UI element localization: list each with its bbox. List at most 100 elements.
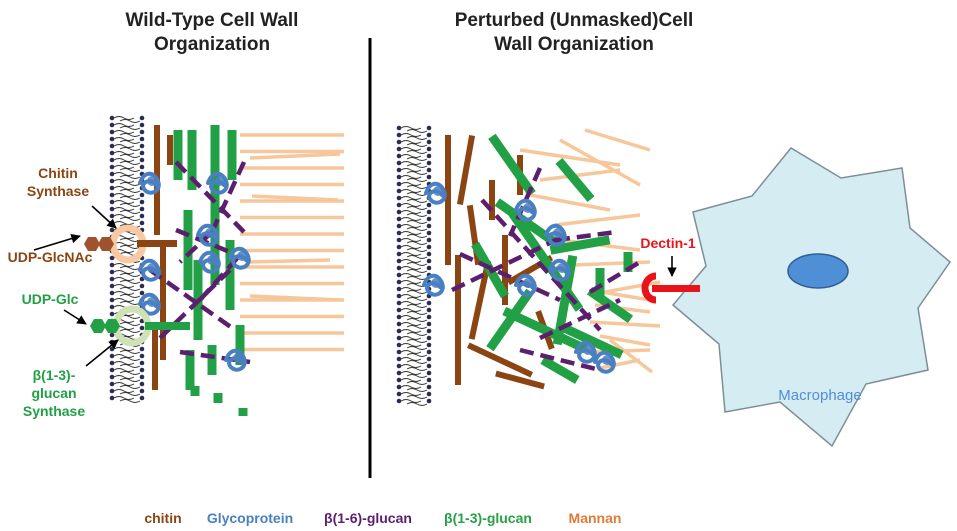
phospholipid-tail	[406, 129, 428, 133]
dectin-1-stalk	[652, 285, 700, 292]
phospholipid-tail	[119, 147, 141, 151]
phospholipid-head	[426, 125, 432, 131]
phospholipid-head	[426, 363, 432, 369]
b13-glucan-bar	[190, 386, 200, 396]
phospholipid-tail	[406, 150, 428, 154]
mannan-layer-left	[240, 133, 344, 352]
glycoprotein-core	[553, 228, 563, 238]
phospholipid-head	[426, 258, 432, 264]
mannan-fiber	[539, 168, 621, 182]
phospholipid-tail	[400, 189, 422, 193]
glycoprotein-chain	[138, 258, 161, 282]
phospholipid-head	[396, 377, 402, 383]
phospholipid-head	[396, 370, 402, 376]
phospholipid-tail	[113, 347, 135, 351]
b13-glucan-bar	[185, 350, 195, 390]
mannan-fiber	[608, 338, 654, 374]
phospholipid-tail	[119, 133, 141, 137]
phospholipid-head	[139, 318, 145, 324]
phospholipid-tail	[113, 298, 135, 302]
phospholipid-head	[426, 167, 432, 173]
phospholipid-head	[109, 150, 115, 156]
phospholipid-tail	[113, 221, 135, 225]
phospholipid-tail	[113, 144, 135, 148]
phospholipid-tail	[113, 361, 135, 365]
phospholipid-head	[109, 255, 115, 261]
left-title-line2: Organization	[154, 34, 270, 55]
right-title-line2: Wall Organization	[494, 34, 654, 55]
phospholipid-head	[396, 321, 402, 327]
phospholipid-head	[109, 290, 115, 296]
phospholipid-head	[426, 153, 432, 159]
udp-glc-hexagon-2	[104, 319, 120, 333]
phospholipid-head	[139, 143, 145, 149]
glycoprotein-core	[557, 263, 567, 273]
phospholipid-head	[396, 307, 402, 313]
glycoprotein-chain	[544, 223, 567, 247]
phospholipid-head	[426, 384, 432, 390]
chitin-bar	[489, 180, 495, 220]
phospholipid-head	[109, 199, 115, 205]
phospholipid-head	[426, 202, 432, 208]
phospholipid-head	[109, 304, 115, 310]
phospholipid-tail	[119, 378, 141, 382]
phospholipid-head	[396, 384, 402, 390]
phospholipid-head	[396, 223, 402, 229]
legend-chitin: chitin	[144, 510, 181, 526]
glycoprotein-core	[433, 186, 443, 196]
phospholipid-tail	[406, 290, 428, 294]
phospholipid-tail	[400, 280, 422, 284]
phospholipid-head	[426, 342, 432, 348]
phospholipid-head	[139, 192, 145, 198]
phospholipid-tail	[119, 140, 141, 144]
phospholipid-head	[426, 146, 432, 152]
phospholipid-head	[396, 398, 402, 404]
phospholipid-tail	[400, 245, 422, 249]
phospholipid-tail	[406, 171, 428, 175]
phospholipid-tail	[406, 143, 428, 147]
phospholipid-head	[426, 335, 432, 341]
phospholipid-tail	[113, 158, 135, 162]
phospholipid-head	[426, 216, 432, 222]
b13-glucan-bar	[173, 130, 183, 180]
phospholipid-head	[139, 220, 145, 226]
phospholipid-tail	[113, 130, 135, 134]
phospholipid-head	[426, 160, 432, 166]
phospholipid-tail	[113, 389, 135, 393]
phospholipid-tail	[400, 336, 422, 340]
phospholipid-head	[396, 363, 402, 369]
phospholipid-tail	[400, 175, 422, 179]
phospholipid-tail	[119, 371, 141, 375]
phospholipid-head	[426, 237, 432, 243]
mannan-fiber	[529, 193, 611, 212]
phospholipid-tail	[406, 192, 428, 196]
phospholipid-tail	[406, 185, 428, 189]
phospholipid-tail	[406, 318, 428, 322]
phospholipid-tail	[113, 375, 135, 379]
glucan-strand-outgoing	[145, 322, 190, 330]
phospholipid-head	[139, 346, 145, 352]
legend-mannan: Mannan	[569, 510, 622, 526]
phospholipid-head	[109, 136, 115, 142]
b13-glucan-bar	[207, 345, 217, 375]
phospholipid-tail	[400, 210, 422, 214]
legend-b16-glucan: β(1-6)-glucan	[324, 510, 412, 526]
macrophage: Macrophage	[671, 147, 952, 448]
phospholipid-tail	[400, 133, 422, 137]
legend-glycoprotein: Glycoprotein	[207, 510, 293, 526]
chitin-synthase-label-1: Chitin	[38, 165, 78, 181]
b13-glucan-bar	[552, 254, 578, 346]
glycoprotein-core	[147, 176, 157, 186]
phospholipid-head	[109, 206, 115, 212]
b13-glucan-bar	[540, 356, 580, 384]
glycoprotein-chain	[224, 348, 247, 372]
phospholipid-tail	[400, 399, 422, 403]
phospholipid-head	[426, 356, 432, 362]
phospholipid-head	[426, 230, 432, 236]
phospholipid-tail	[400, 266, 422, 270]
chitin-bar	[160, 240, 166, 360]
phospholipid-tail	[113, 186, 135, 190]
macrophage-nucleus	[787, 253, 849, 289]
phospholipid-tail	[400, 126, 422, 130]
phospholipid-head	[426, 377, 432, 383]
